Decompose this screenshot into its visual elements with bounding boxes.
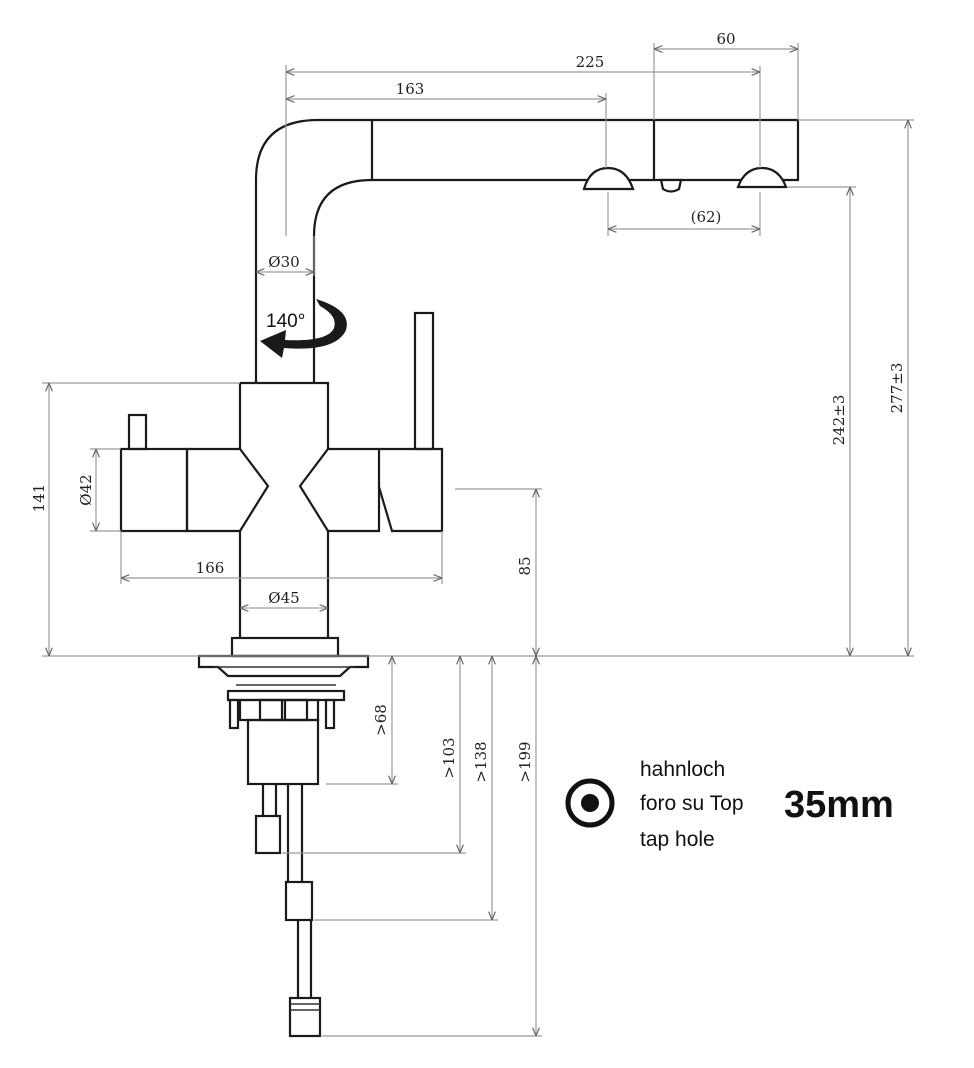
dim-225: 225 [576, 53, 605, 71]
dim-103: >103 [440, 737, 458, 778]
dim-199: >199 [516, 741, 534, 782]
dimension-lines [42, 43, 914, 1037]
tap-hole-size: 35mm [784, 784, 894, 826]
dim-277: 277±3 [888, 363, 906, 414]
dim-85: 85 [516, 556, 534, 575]
dim-166: 166 [196, 559, 225, 577]
dim-d30: Ø30 [268, 253, 299, 271]
tap-hole-label-en: tap hole [640, 828, 715, 851]
dim-d42: Ø42 [77, 474, 95, 505]
dim-62: (62) [691, 208, 722, 226]
dim-242: 242±3 [830, 395, 848, 446]
rotation-arrow-icon [260, 299, 347, 358]
dim-60: 60 [716, 30, 735, 48]
faucet-outline [119, 118, 800, 1038]
dim-d45: Ø45 [268, 589, 299, 607]
dim-138: >138 [472, 741, 490, 782]
dim-141: 141 [30, 484, 48, 513]
tap-hole-icon [565, 778, 615, 828]
tap-hole-label-it: foro su Top [640, 792, 744, 815]
dim-68: >68 [372, 704, 390, 736]
tap-hole-label-de: hahnloch [640, 758, 725, 781]
dim-163: 163 [396, 80, 425, 98]
rotation-label: 140° [266, 311, 305, 332]
